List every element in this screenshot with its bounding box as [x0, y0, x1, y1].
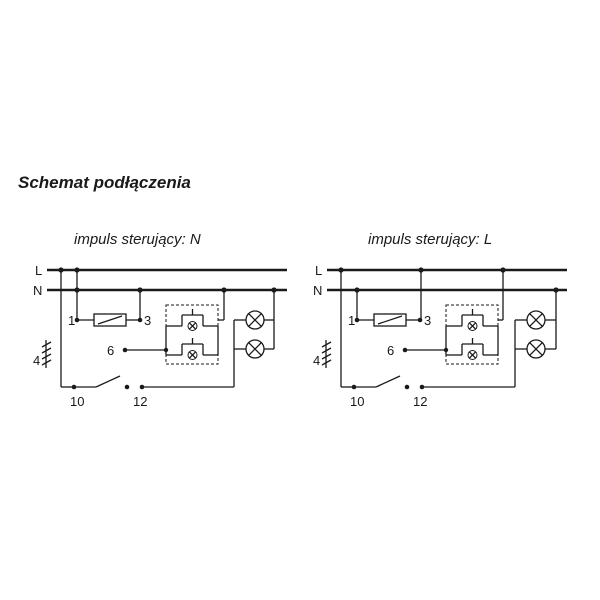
label-t10-left: 10 — [70, 394, 84, 409]
label-t3-left: 3 — [144, 313, 151, 328]
subtitle-right: impuls sterujący: L — [368, 231, 493, 248]
label-t6-right: 6 — [387, 343, 394, 358]
label-t1-right: 1 — [348, 313, 355, 328]
subtitle-left: impuls sterujący: N — [74, 231, 201, 248]
diagram-heading: Schemat podłączenia — [18, 173, 191, 192]
label-t6-left: 6 — [107, 343, 114, 358]
label-t4-right: 4 — [313, 353, 320, 368]
wiring-diagram-left: L N 1 3 6 — [33, 263, 287, 409]
label-t1-left: 1 — [68, 313, 75, 328]
label-t3-right: 3 — [424, 313, 431, 328]
label-t10-right: 10 — [350, 394, 364, 409]
label-l-left: L — [35, 263, 42, 278]
label-n-left: N — [33, 283, 42, 298]
label-l-right: L — [315, 263, 322, 278]
label-t4-left: 4 — [33, 353, 40, 368]
label-t12-left: 12 — [133, 394, 147, 409]
label-t12-right: 12 — [413, 394, 427, 409]
wiring-diagram-right: L N 1 3 6 — [313, 263, 567, 409]
label-n-right: N — [313, 283, 322, 298]
